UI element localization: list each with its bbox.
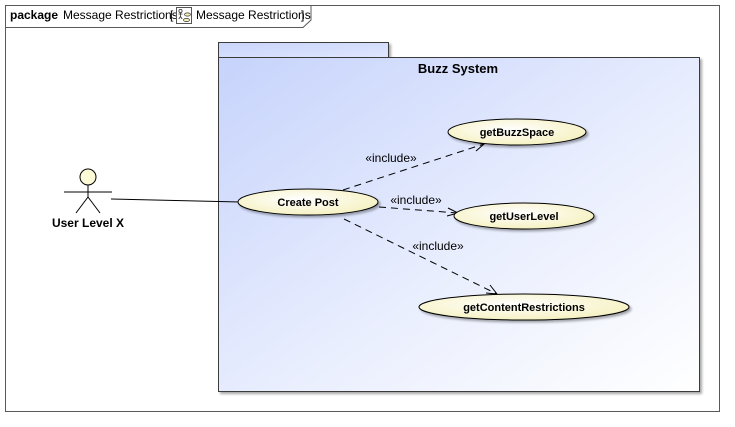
frame-open-bracket: [ [170,8,174,22]
system-tab [218,42,389,58]
stick-figure-icon [64,168,112,214]
include-label-1: «include» [365,151,417,165]
include-arrow-getbuzzspace[interactable] [342,143,485,191]
frame-header [5,5,312,28]
actor-name: User Level X [52,216,124,230]
system-name: Buzz System [418,61,498,76]
include-label-2: «include» [390,193,442,207]
frame-name: Message Restrictions [63,8,178,22]
use-case-create-post[interactable]: Create Post [237,188,379,216]
use-case-label: getContentRestrictions [463,302,585,314]
use-case-getuserlevel[interactable]: getUserLevel [453,202,595,230]
frame-close-bracket: ] [301,8,304,22]
frame-diagram-name: Message Restrictions [196,8,311,22]
use-case-diagram-icon [176,7,192,24]
use-case-label: getUserLevel [489,211,558,223]
use-case-getbuzzspace[interactable]: getBuzzSpace [447,118,587,146]
association-line[interactable] [110,198,241,203]
include-arrow-getuserlevel[interactable] [378,206,459,214]
include-arrow-getcontentrestrictions[interactable] [343,218,498,295]
actor-user-level-x[interactable]: User Level X [52,168,124,230]
system-boundary[interactable] [218,42,700,392]
include-label-3: «include» [412,239,464,253]
use-case-getcontentrestrictions[interactable]: getContentRestrictions [418,293,630,321]
frame-keyword: package [10,8,58,22]
use-case-label: getBuzzSpace [480,127,555,139]
system-body [218,57,700,392]
use-case-label: Create Post [277,197,338,209]
